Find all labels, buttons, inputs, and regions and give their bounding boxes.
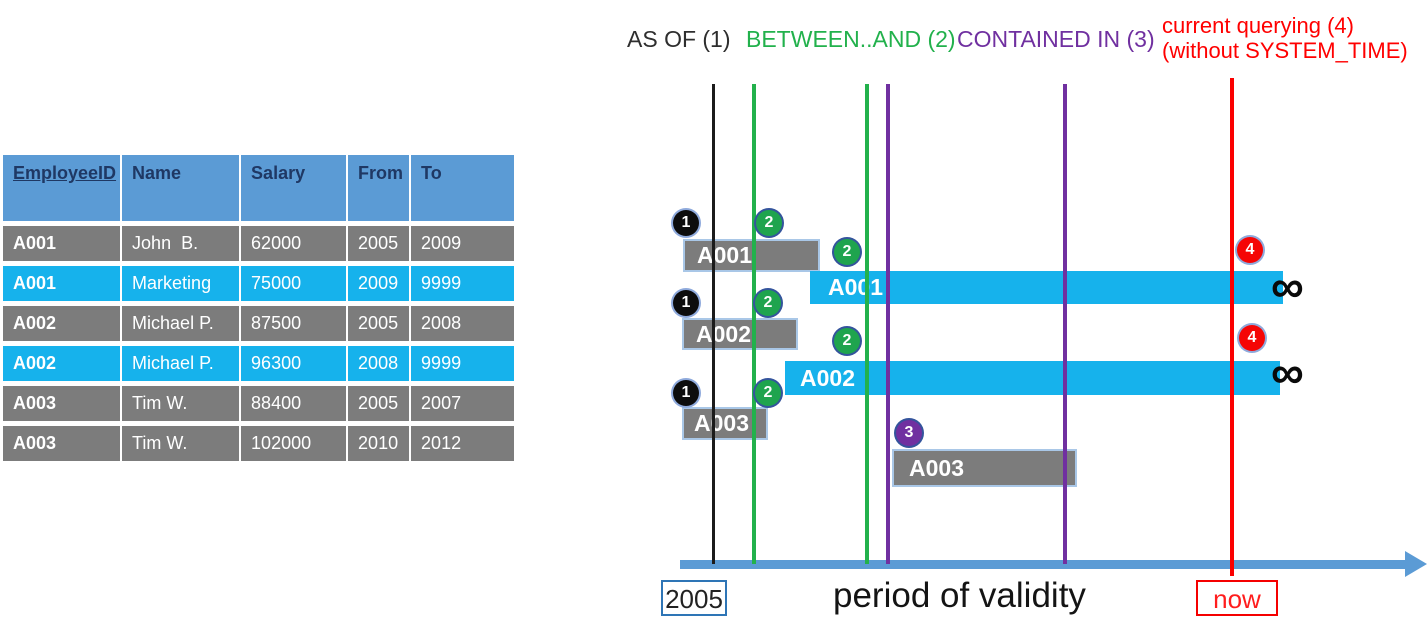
cell-salary: 102000 <box>241 426 347 461</box>
table-row: A003 Tim W. 88400 2005 2007 <box>3 386 515 421</box>
legend-as-of: AS OF (1) <box>627 26 731 52</box>
employee-history-table: EmployeeID Name Salary From To A001 John… <box>1 150 516 466</box>
header-salary: Salary <box>241 155 347 221</box>
marker-2-a002-old: 2 <box>755 290 781 316</box>
marker-2-a003: 2 <box>755 380 781 406</box>
time-axis <box>680 560 1408 569</box>
cell-name: Tim W. <box>122 426 240 461</box>
table-row: A002 Michael P. 87500 2005 2008 <box>3 306 515 341</box>
cell-salary: 96300 <box>241 346 347 381</box>
legend-between-and: BETWEEN..AND (2) <box>746 26 956 52</box>
cell-from: 2005 <box>348 306 410 341</box>
cell-id: A003 <box>3 386 121 421</box>
header-to: To <box>411 155 515 221</box>
cell-id: A001 <box>3 226 121 261</box>
legend-current-querying-line1: current querying (4) <box>1162 13 1354 38</box>
cell-to: 2012 <box>411 426 515 461</box>
cell-name: John B. <box>122 226 240 261</box>
legend-current-querying: current querying (4) (without SYSTEM_TIM… <box>1162 13 1408 63</box>
bar-a002-current: A002 <box>785 361 1280 395</box>
bar-a001-current: A001 <box>810 271 1283 304</box>
cell-salary: 62000 <box>241 226 347 261</box>
marker-1-a003: 1 <box>673 380 699 406</box>
infinity-icon: ∞ <box>1271 346 1304 398</box>
marker-4-a002: 4 <box>1239 325 1265 351</box>
cell-to: 9999 <box>411 346 515 381</box>
cell-salary: 88400 <box>241 386 347 421</box>
header-employeeid-label: EmployeeID <box>13 163 117 183</box>
marker-2-a002-current: 2 <box>834 328 860 354</box>
cell-to: 2008 <box>411 306 515 341</box>
bar-a003-second: A003 <box>892 449 1077 487</box>
time-axis-arrowhead-icon <box>1405 551 1427 577</box>
cell-id: A001 <box>3 266 121 301</box>
header-name: Name <box>122 155 240 221</box>
cell-name: Michael P. <box>122 346 240 381</box>
cell-from: 2009 <box>348 266 410 301</box>
marker-1-a001: 1 <box>673 210 699 236</box>
table-header-row: EmployeeID Name Salary From To <box>3 155 515 221</box>
infinity-icon: ∞ <box>1271 260 1304 312</box>
table-row-highlighted: A001 Marketing 75000 2009 9999 <box>3 266 515 301</box>
cell-to: 2009 <box>411 226 515 261</box>
cell-salary: 87500 <box>241 306 347 341</box>
bar-a001-old: A001 <box>683 239 820 272</box>
table-row-highlighted: A002 Michael P. 96300 2008 9999 <box>3 346 515 381</box>
contained-end-line <box>1063 84 1067 564</box>
cell-to: 9999 <box>411 266 515 301</box>
cell-id: A002 <box>3 306 121 341</box>
contained-start-line <box>886 84 890 564</box>
cell-id: A002 <box>3 346 121 381</box>
cell-to: 2007 <box>411 386 515 421</box>
cell-from: 2010 <box>348 426 410 461</box>
cell-name: Michael P. <box>122 306 240 341</box>
cell-from: 2005 <box>348 226 410 261</box>
marker-2-a001-old: 2 <box>756 210 782 236</box>
marker-1-a002: 1 <box>673 290 699 316</box>
table-row: A003 Tim W. 102000 2010 2012 <box>3 426 515 461</box>
cell-from: 2008 <box>348 346 410 381</box>
header-from: From <box>348 155 410 221</box>
axis-origin-label: 2005 <box>661 580 727 616</box>
cell-id: A003 <box>3 426 121 461</box>
axis-title: period of validity <box>833 576 1086 615</box>
cell-name: Tim W. <box>122 386 240 421</box>
marker-4-a001: 4 <box>1237 237 1263 263</box>
legend-current-querying-line2: (without SYSTEM_TIME) <box>1162 38 1408 63</box>
between-end-line <box>865 84 869 564</box>
header-employeeid: EmployeeID <box>3 155 121 221</box>
legend-contained-in: CONTAINED IN (3) <box>957 26 1155 52</box>
as-of-line <box>712 84 715 564</box>
marker-2-a001-current: 2 <box>834 239 860 265</box>
cell-salary: 75000 <box>241 266 347 301</box>
marker-3-a003: 3 <box>896 420 922 446</box>
between-start-line <box>752 84 756 564</box>
now-line <box>1230 78 1234 576</box>
bar-a002-old: A002 <box>682 318 798 350</box>
table-row: A001 John B. 62000 2005 2009 <box>3 226 515 261</box>
cell-name: Marketing <box>122 266 240 301</box>
cell-from: 2005 <box>348 386 410 421</box>
axis-now-label: now <box>1196 580 1278 616</box>
